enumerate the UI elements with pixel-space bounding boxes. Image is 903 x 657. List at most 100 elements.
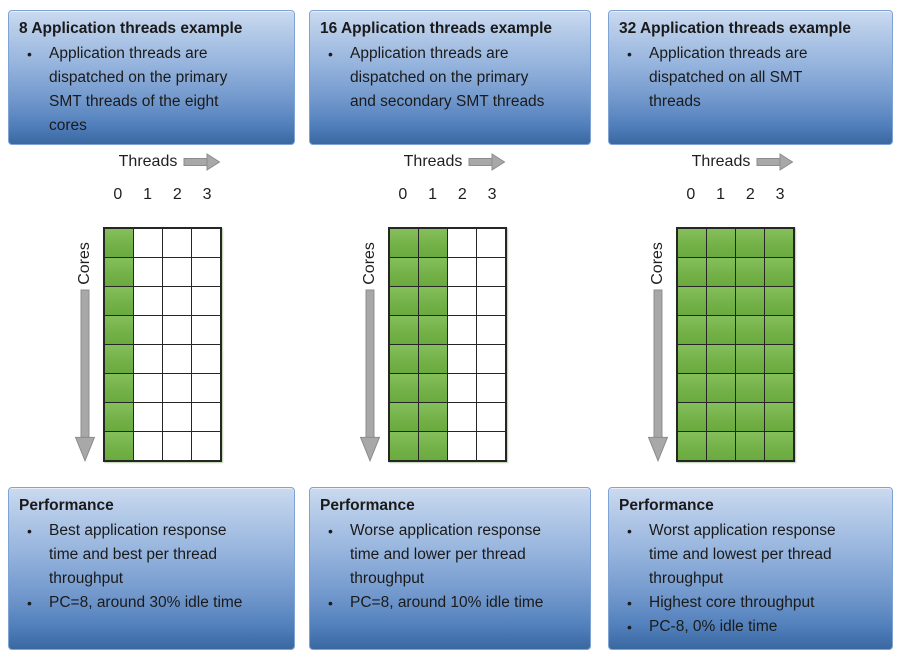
down-arrow-icon [74,289,96,462]
smt-cell-idle [477,287,505,315]
thread-number: 1 [716,186,726,203]
smt-cell-dispatched [736,403,764,431]
smt-cell-dispatched [736,345,764,373]
smt-cell-dispatched [105,345,133,373]
cores-axis: Cores [640,227,676,462]
smt-cell-dispatched [105,287,133,315]
bullet-item: Worse application response time and lowe… [320,519,550,591]
smt-cell-dispatched [105,316,133,344]
bullet-item: PC=8, around 10% idle time [320,591,550,615]
smt-cell-dispatched [736,374,764,402]
smt-cell-idle [192,432,220,460]
performance-box-16: Performance Worse application response t… [309,487,591,650]
bullet-item: Best application response time and best … [19,519,249,591]
smt-cell-idle [163,287,191,315]
smt-cell-dispatched [390,403,418,431]
performance-title: Performance [19,497,114,514]
thread-number: 2 [172,186,182,203]
header-box-8: 8 Application threads example Applicatio… [8,10,295,145]
smt-cell-dispatched [419,374,447,402]
smt-cell-idle [448,229,476,257]
smt-cell-dispatched [765,345,793,373]
smt-cell-dispatched [390,229,418,257]
smt-cell-dispatched [765,316,793,344]
smt-cell-idle [477,345,505,373]
threads-axis: Threads [105,153,235,171]
performance-bullets: Worse application response time and lowe… [320,519,580,615]
smt-cell-idle [192,287,220,315]
header-title: 32 Application threads example [619,20,852,37]
smt-cell-idle [477,258,505,286]
smt-cell-dispatched [707,316,735,344]
smt-grid [676,227,795,462]
smt-cell-dispatched [390,345,418,373]
smt-cell-idle [192,258,220,286]
smt-grid [103,227,222,462]
panel-8-threads: 8 Application threads example Applicatio… [8,0,295,657]
smt-cell-dispatched [707,374,735,402]
header-box-32: 32 Application threads example Applicati… [608,10,893,145]
header-bullets: Application threads are dispatched on th… [320,42,580,114]
smt-cell-idle [477,374,505,402]
smt-cell-dispatched [678,374,706,402]
smt-cell-idle [192,229,220,257]
right-arrow-icon [183,153,221,171]
smt-cell-dispatched [105,432,133,460]
smt-cell-idle [134,229,162,257]
bullet-item: Highest core throughput [619,591,849,615]
smt-cell-dispatched [419,287,447,315]
smt-cell-dispatched [390,374,418,402]
down-arrow-icon [359,289,381,462]
cores-label: Cores [76,242,93,285]
thread-number: 2 [745,186,755,203]
smt-cell-dispatched [105,374,133,402]
smt-cell-idle [134,258,162,286]
right-arrow-icon [468,153,506,171]
smt-cell-idle [134,345,162,373]
panel-16-threads: 16 Application threads example Applicati… [309,0,591,657]
smt-cell-dispatched [765,432,793,460]
smt-cell-idle [192,345,220,373]
performance-title: Performance [320,497,415,514]
smt-cell-idle [163,403,191,431]
smt-cell-idle [448,316,476,344]
smt-cell-dispatched [707,258,735,286]
smt-cell-dispatched [707,432,735,460]
smt-cell-idle [477,316,505,344]
smt-cell-idle [477,403,505,431]
smt-cell-idle [448,403,476,431]
cores-axis: Cores [67,227,103,462]
thread-number: 1 [143,186,153,203]
performance-box-8: Performance Best application response ti… [8,487,295,650]
smt-cell-idle [134,287,162,315]
smt-cell-dispatched [678,345,706,373]
thread-number: 0 [113,186,123,203]
smt-cell-dispatched [736,316,764,344]
smt-cell-dispatched [419,258,447,286]
bullet-item: Worst application response time and lowe… [619,519,849,591]
smt-cell-dispatched [419,229,447,257]
smt-cell-idle [134,316,162,344]
smt-cell-idle [477,229,505,257]
smt-cell-idle [163,316,191,344]
smt-cell-dispatched [390,258,418,286]
smt-cell-dispatched [419,432,447,460]
smt-cell-dispatched [707,403,735,431]
smt-cell-dispatched [105,403,133,431]
smt-cell-dispatched [678,258,706,286]
smt-cell-idle [163,374,191,402]
smt-cell-idle [448,432,476,460]
down-arrow-icon [647,289,669,462]
performance-box-32: Performance Worst application response t… [608,487,893,650]
smt-cell-dispatched [707,287,735,315]
thread-number: 3 [202,186,212,203]
cores-axis: Cores [352,227,388,462]
thread-number: 0 [686,186,696,203]
smt-grid [388,227,507,462]
smt-cell-dispatched [765,403,793,431]
smt-cell-dispatched [707,229,735,257]
thread-numbers: 0 1 2 3 [388,186,507,204]
smt-cell-dispatched [419,316,447,344]
smt-cell-idle [448,345,476,373]
